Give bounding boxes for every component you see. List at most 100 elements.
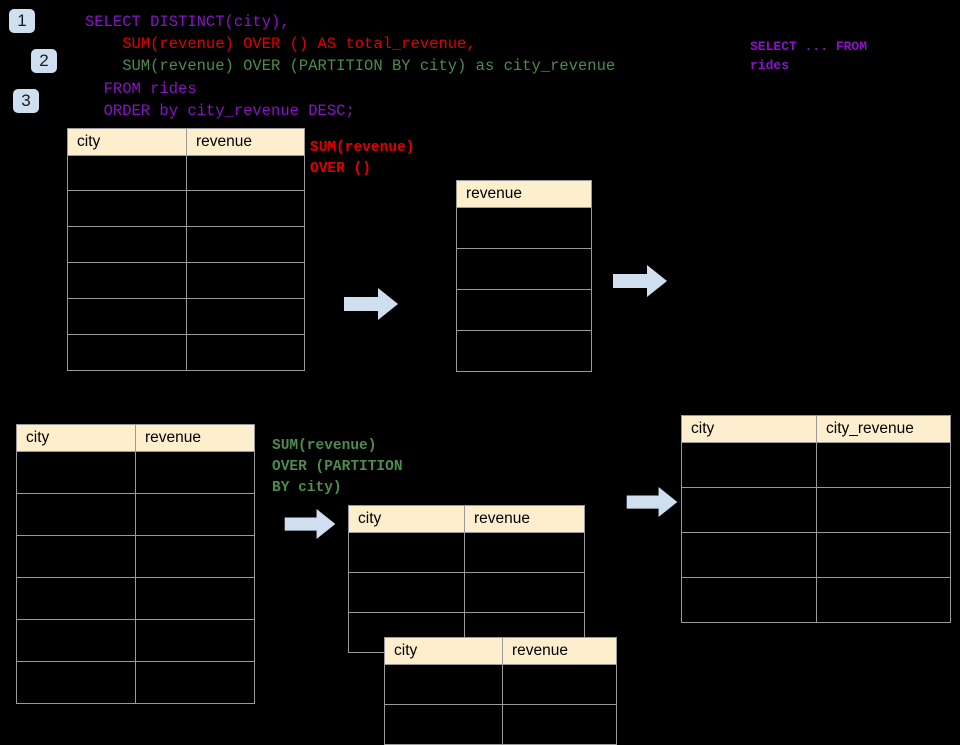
step-badge-2[interactable]: 2: [31, 49, 57, 73]
table-row: [384, 704, 617, 745]
cell-city: [67, 262, 187, 299]
partition-table-front: city revenue: [384, 637, 617, 745]
rides-source-table-bottom: city revenue: [16, 424, 255, 704]
cell-revenue: [135, 535, 255, 578]
cell-city: [67, 190, 187, 227]
table-row: [16, 577, 255, 620]
annotation-sum-over-empty: SUM(revenue) OVER (): [310, 140, 415, 177]
table-row: [681, 532, 951, 578]
cell-revenue: [135, 619, 255, 662]
cell-revenue: [456, 207, 592, 249]
table-row: [456, 330, 592, 372]
arrow-top-right: [613, 265, 667, 297]
table-row: [456, 207, 592, 249]
column-header-revenue: revenue: [135, 424, 255, 452]
step-badge-1[interactable]: 1: [9, 9, 35, 33]
table-row: [67, 226, 305, 263]
table-row: [67, 190, 305, 227]
annotation-sum-over-partition: SUM(revenue) OVER (PARTITION BY city): [272, 438, 403, 496]
table-row: [16, 535, 255, 578]
slide-canvas: 1 2 3 SELECT DISTINCT(city), SUM(revenue…: [9, 9, 951, 745]
city-revenue-result-table: city city_revenue: [681, 415, 951, 623]
cell-city: [67, 226, 187, 263]
table-row: [67, 262, 305, 299]
column-header-city: city: [681, 415, 817, 443]
cell-city: [384, 664, 503, 705]
step-badge-3[interactable]: 3: [13, 89, 39, 113]
table-row: [456, 248, 592, 290]
cell-revenue: [186, 190, 305, 227]
cell-revenue: [464, 532, 585, 573]
column-header-city: city: [384, 637, 503, 665]
column-header-revenue: revenue: [502, 637, 617, 665]
table-row: [67, 155, 305, 191]
cell-city: [16, 661, 136, 704]
cell-revenue: [456, 248, 592, 290]
cell-city: [384, 704, 503, 745]
cell-revenue: [186, 155, 305, 191]
total-revenue-table: revenue: [456, 180, 592, 372]
cell-city: [681, 487, 817, 533]
cell-city-revenue: [816, 532, 951, 578]
column-header-revenue: revenue: [464, 505, 585, 533]
column-header-city: city: [348, 505, 465, 533]
sql-line-sum-over-empty: SUM(revenue) OVER () AS total_revenue,: [85, 35, 476, 53]
cell-city: [348, 572, 465, 613]
table-row: [681, 577, 951, 623]
table-header-row: city revenue: [384, 637, 617, 665]
cell-revenue: [135, 661, 255, 704]
table-row: [681, 442, 951, 488]
cell-revenue: [186, 226, 305, 263]
table-row: [384, 664, 617, 705]
arrow-bottom-left: [284, 509, 336, 539]
table-row: [348, 572, 585, 613]
table-header-row: revenue: [456, 180, 592, 208]
sql-line-order-by: ORDER by city_revenue DESC;: [85, 102, 355, 120]
partition-table-back: city revenue: [348, 505, 585, 653]
column-header-revenue: revenue: [456, 180, 592, 208]
rides-source-table-top: city revenue: [67, 128, 305, 371]
cell-city: [67, 334, 187, 371]
column-header-city: city: [16, 424, 136, 452]
table-row: [67, 334, 305, 371]
table-row: [681, 487, 951, 533]
table-row: [456, 289, 592, 331]
cell-city-revenue: [816, 577, 951, 623]
cell-revenue: [464, 572, 585, 613]
cell-revenue: [186, 334, 305, 371]
sql-line-select-distinct: SELECT DISTINCT(city),: [85, 13, 290, 31]
cell-city-revenue: [816, 442, 951, 488]
cell-revenue: [186, 298, 305, 335]
cell-revenue: [456, 330, 592, 372]
table-row: [16, 493, 255, 536]
table-row: [16, 619, 255, 662]
cell-city: [67, 298, 187, 335]
cell-revenue: [186, 262, 305, 299]
cell-revenue: [135, 577, 255, 620]
table-header-row: city revenue: [16, 424, 255, 452]
table-header-row: city revenue: [67, 128, 305, 156]
table-row: [16, 661, 255, 704]
cell-city: [16, 619, 136, 662]
table-row: [67, 298, 305, 335]
annotation-select-from-rides: SELECT ... FROM rides: [750, 39, 868, 73]
cell-city: [348, 532, 465, 573]
table-header-row: city city_revenue: [681, 415, 951, 443]
column-header-revenue: revenue: [186, 128, 305, 156]
arrow-bottom-right: [626, 487, 678, 517]
cell-city: [16, 451, 136, 494]
cell-revenue: [502, 664, 617, 705]
cell-city: [681, 577, 817, 623]
table-header-row: city revenue: [348, 505, 585, 533]
cell-city: [16, 493, 136, 536]
cell-revenue: [456, 289, 592, 331]
table-row: [348, 532, 585, 573]
cell-revenue: [135, 493, 255, 536]
cell-revenue: [502, 704, 617, 745]
column-header-city-revenue: city_revenue: [816, 415, 951, 443]
cell-city: [67, 155, 187, 191]
column-header-city: city: [67, 128, 187, 156]
cell-revenue: [135, 451, 255, 494]
cell-city-revenue: [816, 487, 951, 533]
sql-line-sum-over-partition: SUM(revenue) OVER (PARTITION BY city) as…: [85, 57, 616, 75]
